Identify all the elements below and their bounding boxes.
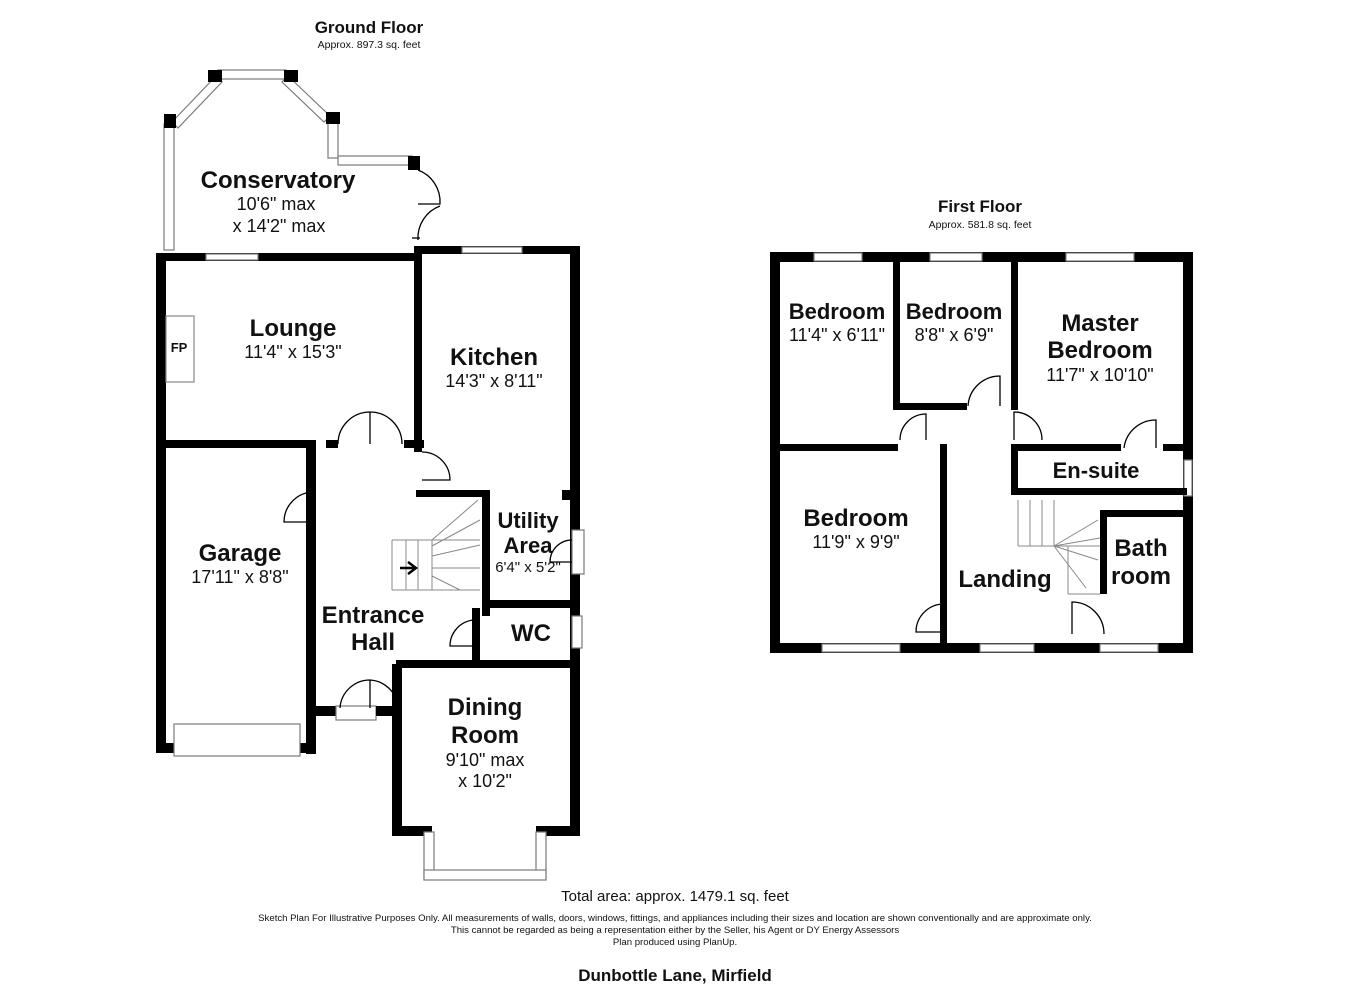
lounge-top-wall: [156, 253, 418, 261]
bedroom-2-label: Bedroom: [906, 299, 1003, 324]
first-floor-area: Approx. 581.8 sq. feet: [929, 219, 1032, 231]
first-floor-plan: First Floor Approx. 581.8 sq. feet: [770, 197, 1193, 653]
property-address: Dunbottle Lane, Mirfield: [578, 966, 772, 985]
bedroom-2-dim: 8'8" x 6'9": [915, 325, 994, 345]
bedroom-1-dim: 11'4" x 6'11": [789, 325, 885, 345]
entrance-hall-label-2: Hall: [351, 629, 395, 656]
dining-room-label-2: Room: [451, 722, 519, 749]
utility-label-1: Utility: [497, 508, 559, 533]
landing-label: Landing: [958, 566, 1051, 593]
fireplace-label: FP: [171, 340, 188, 355]
kitchen-label: Kitchen: [450, 344, 538, 371]
lounge-label: Lounge: [250, 315, 337, 342]
first-floor-title: First Floor: [938, 197, 1022, 216]
fireplace: [165, 315, 195, 383]
front-door: [335, 705, 377, 721]
ground-floor-plan: Ground Floor Approx. 897.3 sq. feet: [156, 18, 585, 881]
conservatory-label: Conservatory: [201, 167, 356, 194]
wc-label: WC: [511, 620, 551, 647]
dining-room-dim-2: x 10'2": [458, 771, 512, 791]
dining-room-label-1: Dining: [448, 694, 523, 721]
garage-label: Garage: [199, 540, 282, 567]
en-suite-label: En-suite: [1053, 458, 1140, 483]
conservatory-walls: [163, 69, 441, 251]
garage-dim: 17'11" x 8'8": [191, 567, 288, 587]
utility-dim: 6'4" x 5'2": [495, 559, 561, 576]
entrance-hall-label-1: Entrance: [322, 602, 425, 629]
dining-room-dim-1: 9'10" max: [446, 750, 525, 770]
bathroom-label-2: room: [1111, 563, 1171, 590]
left-outer-wall: [156, 253, 166, 753]
ground-floor-title: Ground Floor: [315, 18, 424, 37]
master-bedroom-dim: 11'7" x 10'10": [1046, 365, 1153, 385]
ground-floor-area: Approx. 897.3 sq. feet: [318, 39, 421, 51]
ground-staircase: [391, 499, 481, 591]
bedroom-3-dim: 11'9" x 9'9": [812, 532, 899, 552]
master-bedroom-label-2: Bedroom: [1047, 337, 1152, 364]
kitchen-dim: 14'3" x 8'11": [445, 371, 542, 391]
stair-arrow-icon: [400, 561, 418, 575]
floor-plan-drawing: Ground Floor Approx. 897.3 sq. feet: [156, 18, 1193, 881]
bathroom-label-1: Bath: [1114, 535, 1167, 562]
first-staircase: [1017, 500, 1101, 595]
disclaimer-text: Sketch Plan For Illustrative Purposes On…: [258, 913, 1092, 936]
conservatory-dim-1: 10'6" max: [237, 194, 316, 214]
plan-footer: Total area: approx. 1479.1 sq. feet Sket…: [0, 888, 1350, 986]
master-bedroom-label-1: Master: [1061, 310, 1138, 337]
utility-label-2: Area: [504, 533, 554, 558]
conservatory-dim-2: x 14'2" max: [233, 216, 326, 236]
bedroom-1-label: Bedroom: [789, 299, 886, 324]
bedroom-3-label: Bedroom: [803, 505, 908, 532]
lounge-dim: 11'4" x 15'3": [244, 342, 341, 362]
produced-by-text: Plan produced using PlanUp.: [612, 937, 738, 948]
total-area: Total area: approx. 1479.1 sq. feet: [561, 888, 789, 905]
garage-door: [173, 723, 301, 757]
